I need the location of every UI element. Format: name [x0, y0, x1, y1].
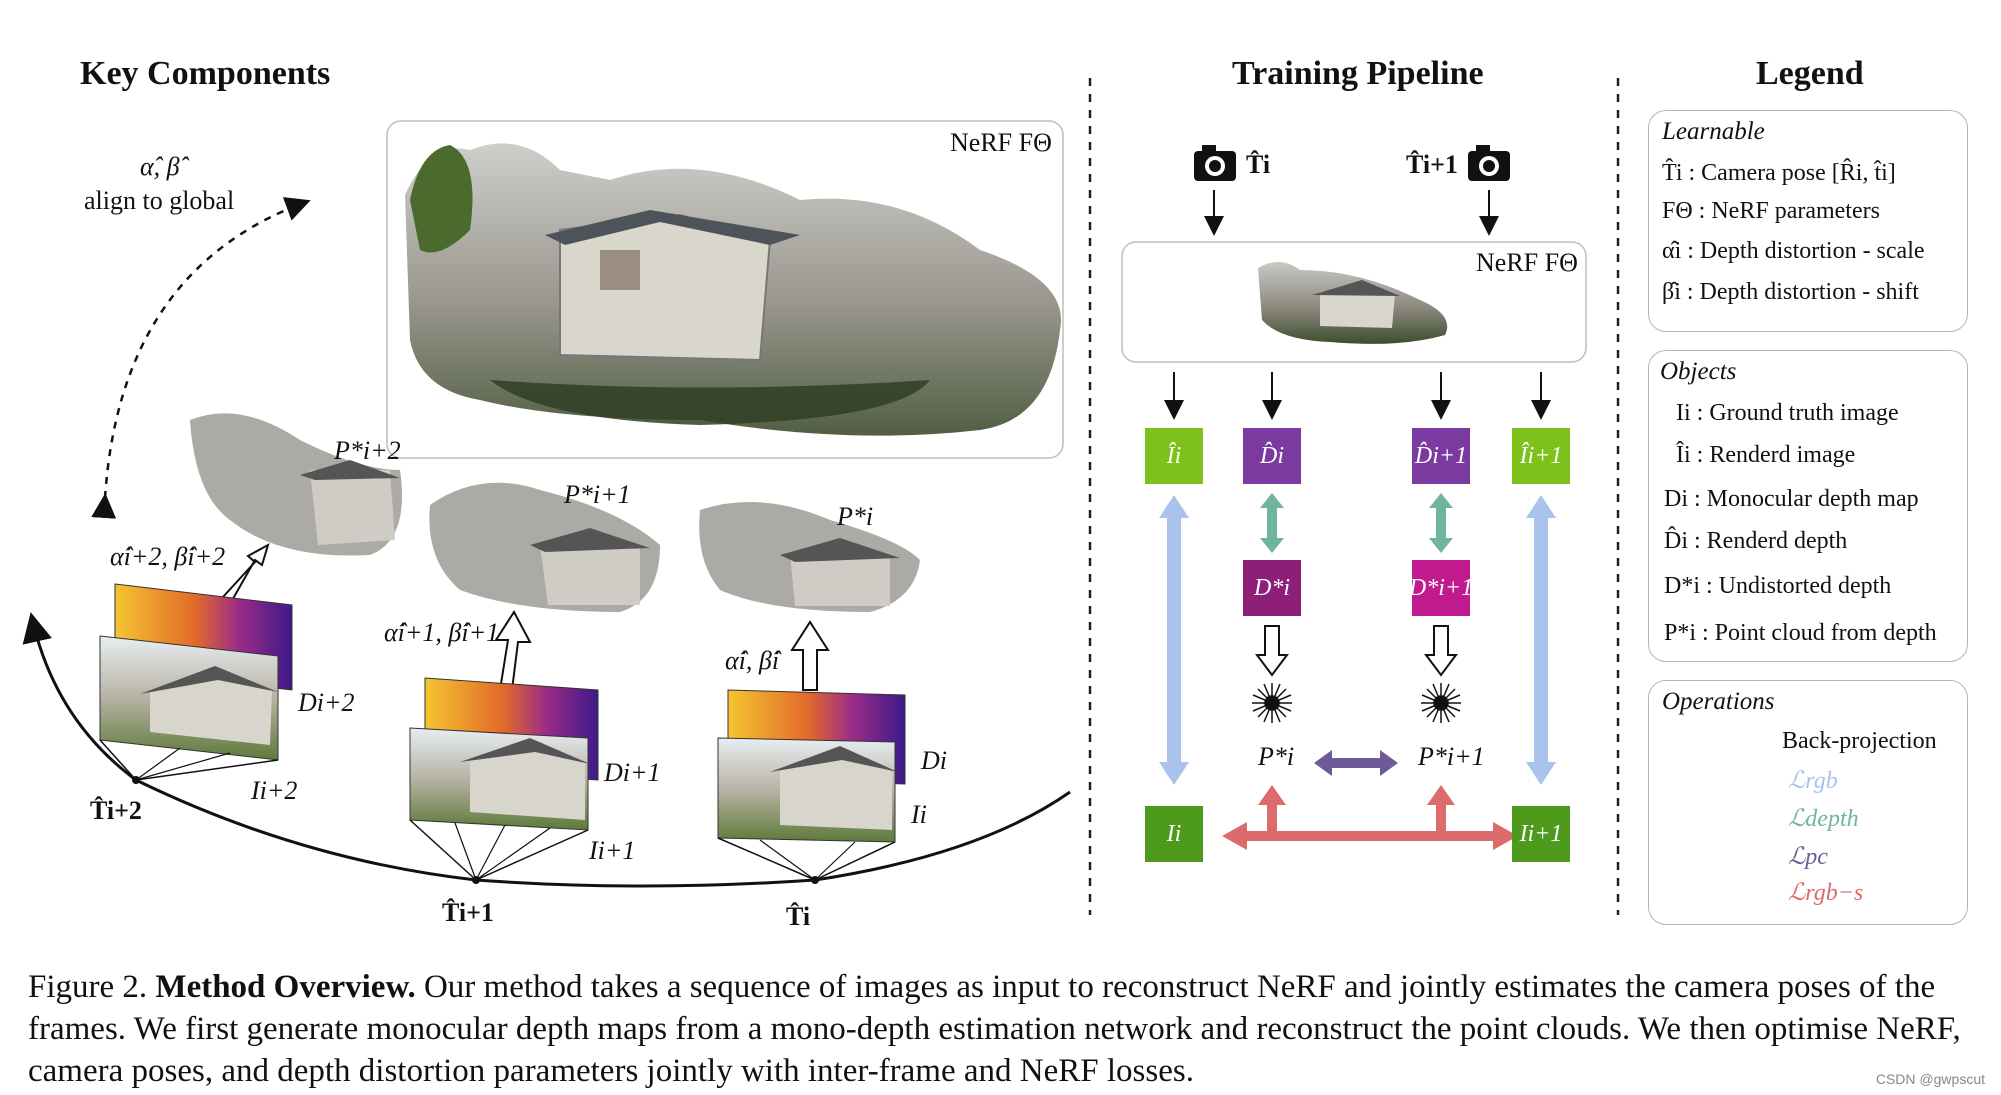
pose-label-i: T̂i — [786, 902, 811, 931]
align-text: align to global — [84, 186, 235, 215]
image-label-i: Ii — [911, 800, 927, 829]
frame-group-i — [717, 689, 906, 881]
legend-objects-item: P*i : Point cloud from depth — [1664, 620, 1937, 646]
hollow-arrow-i — [790, 620, 830, 691]
pointcloud-i — [699, 502, 920, 612]
loss-depth-left — [1260, 493, 1284, 553]
rendered-depth-box-right: D̂i+1 — [1412, 428, 1470, 484]
gt-image-box-left: Ii — [1145, 806, 1203, 862]
pointcloud-label-i: P*i — [837, 502, 874, 531]
title-legend: Legend — [1756, 55, 1864, 92]
pose-label-i2: T̂i+2 — [90, 796, 142, 825]
legend-operations-title: Operations — [1662, 688, 1775, 715]
distortion-label-i: α̂i, β̂i — [725, 646, 780, 675]
pose-dot-i — [811, 876, 819, 884]
align-arrow — [91, 197, 311, 519]
legend-operations-box — [1648, 680, 1968, 925]
nerf-label-large: NeRF FΘ — [950, 128, 1052, 157]
hollow-arrow-i1 — [494, 610, 532, 691]
backproj-arrow-right — [1424, 625, 1458, 677]
frame-group-i1 — [409, 677, 599, 881]
align-params: α̂, β̂ — [140, 152, 180, 181]
hollow-arrow-i2 — [220, 542, 270, 606]
distortion-label-i1: α̂i+1, β̂i+1 — [384, 618, 500, 647]
caption-text: Our method takes a sequence of images as… — [28, 969, 1961, 1089]
legend-learnable-item: α̂i : Depth distortion - scale — [1662, 238, 1925, 264]
pose-dot-i2 — [132, 776, 140, 784]
pointcloud-label-i1: P*i+1 — [564, 480, 631, 509]
legend-learnable-item: β̂i : Depth distortion - shift — [1662, 279, 1919, 305]
rendered-depth-box-left: D̂i — [1243, 428, 1301, 484]
pointcloud-i1 — [429, 482, 660, 612]
camera-icon-right — [1468, 145, 1510, 181]
figure-caption: Figure 2. Method Overview. Our method ta… — [28, 966, 1978, 1092]
legend-op-depth: ℒdepth — [1788, 806, 1859, 832]
undistorted-depth-box-left: D*i — [1243, 560, 1301, 616]
depth-label-i2: Di+2 — [298, 688, 355, 717]
caption-prefix: Figure 2. — [28, 969, 148, 1005]
depth-label-i: Di — [921, 746, 947, 775]
image-label-i1: Ii+1 — [589, 836, 636, 865]
gt-image-box-right: Ii+1 — [1512, 806, 1570, 862]
legend-op-rgb: ℒrgb — [1788, 768, 1838, 794]
nerf-label-small: NeRF FΘ — [1476, 248, 1578, 277]
legend-objects-item: D̂i : Renderd depth — [1664, 528, 1848, 554]
loss-rgb-left — [1159, 495, 1189, 785]
figure-graphics — [22, 78, 1780, 915]
legend-learnable-item: FΘ : NeRF parameters — [1662, 198, 1880, 224]
rendered-image-box-right: Îi+1 — [1512, 428, 1570, 484]
pc-label-left: P*i — [1258, 742, 1295, 771]
legend-objects-item: D*i : Undistorted depth — [1664, 573, 1892, 599]
legend-objects-title: Objects — [1660, 358, 1737, 385]
loss-depth-right — [1429, 493, 1453, 553]
backproj-arrow-left — [1255, 625, 1289, 677]
legend-objects-item: Ii : Ground truth image — [1676, 400, 1899, 426]
depth-label-i1: Di+1 — [604, 758, 661, 787]
camera-icon-left — [1194, 145, 1236, 181]
image-label-i2: Ii+2 — [251, 776, 298, 805]
pointcloud-i2 — [190, 413, 402, 556]
pose-dot-i1 — [472, 876, 480, 884]
loss-rgb-right — [1526, 495, 1556, 785]
undistorted-depth-box-right: D*i+1 — [1409, 560, 1473, 616]
legend-learnable-box — [1648, 110, 1968, 332]
legend-learnable-title: Learnable — [1662, 118, 1765, 145]
pipeline-pose-right: T̂i+1 — [1406, 150, 1458, 179]
distortion-label-i2: α̂i+2, β̂i+2 — [110, 542, 226, 571]
pose-label-i1: T̂i+1 — [442, 898, 494, 927]
nerf-scene-small — [1258, 261, 1448, 344]
title-key-components: Key Components — [80, 55, 331, 92]
loss-pc — [1314, 750, 1398, 776]
legend-objects-item: Di : Monocular depth map — [1664, 486, 1919, 512]
caption-bold: Method Overview. — [155, 969, 416, 1005]
title-training-pipeline: Training Pipeline — [1232, 55, 1484, 92]
frame-group-i2 — [99, 583, 293, 781]
legend-objects-item: Îi : Renderd image — [1676, 442, 1856, 468]
nerf-scene-render — [405, 143, 1061, 436]
watermark: CSDN @gwpscut — [1875, 1071, 1985, 1087]
pointcloud-label-i2: P*i+2 — [334, 436, 401, 465]
pc-label-right: P*i+1 — [1418, 742, 1485, 771]
legend-objects-box — [1648, 350, 1968, 662]
loss-rgb-s — [1222, 785, 1518, 850]
pointcloud-icon-left — [1252, 683, 1292, 723]
rendered-image-box-left: Îi — [1145, 428, 1203, 484]
pointcloud-icon-right — [1421, 683, 1461, 723]
legend-op-backproj: Back-projection — [1782, 728, 1937, 754]
legend-op-pc: ℒpc — [1788, 844, 1828, 870]
pipeline-pose-left: T̂i — [1246, 150, 1271, 179]
legend-op-rgb-s: ℒrgb−s — [1788, 880, 1864, 906]
legend-learnable-item: T̂i : Camera pose [R̂i, t̂i] — [1662, 160, 1896, 186]
